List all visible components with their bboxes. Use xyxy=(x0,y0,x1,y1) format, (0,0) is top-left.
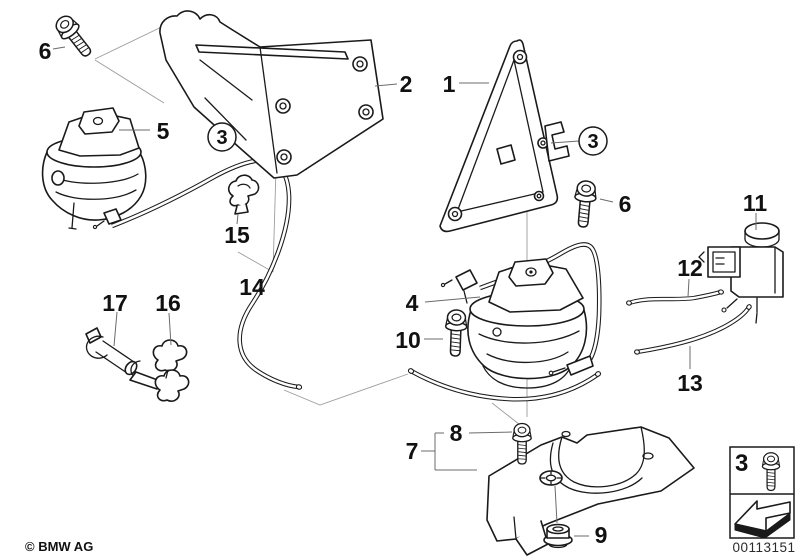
callout-16[interactable]: 16 xyxy=(155,290,181,316)
bolt-front-right-drawing[interactable] xyxy=(571,179,599,229)
engine-support-bracket-drawing[interactable] xyxy=(159,10,384,179)
leader-lines xyxy=(52,46,757,537)
transmission-bracket-drawing[interactable] xyxy=(439,39,570,233)
line-holder-drawing[interactable] xyxy=(85,327,164,390)
cap-nut-drawing[interactable] xyxy=(543,523,573,549)
pipe-clip-drawing[interactable] xyxy=(227,174,260,215)
legend-box[interactable]: 3 xyxy=(729,446,795,539)
circled-callout-3-left[interactable]: 3 xyxy=(207,122,237,152)
callout-9[interactable]: 9 xyxy=(595,522,608,548)
changeover-valve-drawing[interactable] xyxy=(698,222,784,324)
callout-7[interactable]: 7 xyxy=(406,438,419,464)
vent-pipe-lower-drawing[interactable] xyxy=(295,355,602,399)
direction-arrow-icon xyxy=(734,500,791,539)
callout-12[interactable]: 12 xyxy=(677,255,703,281)
image-number: 00113151 xyxy=(732,540,795,555)
callout-2[interactable]: 2 xyxy=(400,71,413,97)
callout-14[interactable]: 14 xyxy=(239,274,265,300)
double-clip-drawing[interactable] xyxy=(152,339,190,402)
circled-3-right-label[interactable]: 3 xyxy=(587,131,598,153)
engine-mount-left-drawing[interactable] xyxy=(41,107,147,230)
callout-10[interactable]: 10 xyxy=(395,327,421,353)
callout-15[interactable]: 15 xyxy=(224,222,250,248)
copyright-text: © BMW AG xyxy=(25,539,93,554)
callout-8[interactable]: 8 xyxy=(450,420,463,446)
legend-item-ref[interactable]: 3 xyxy=(735,450,748,477)
callout-1[interactable]: 1 xyxy=(443,71,456,97)
callout-6-right[interactable]: 6 xyxy=(619,191,632,217)
engine-mount-right-drawing[interactable] xyxy=(440,258,588,389)
mount-bolt-drawing[interactable] xyxy=(443,308,468,358)
callout-13[interactable]: 13 xyxy=(677,370,703,396)
callout-4[interactable]: 4 xyxy=(406,290,419,316)
support-bracket-drawing[interactable] xyxy=(486,426,695,556)
callout-11[interactable]: 11 xyxy=(743,190,768,216)
vacuum-hose-lower-drawing[interactable] xyxy=(634,304,752,355)
callout-6-left[interactable]: 6 xyxy=(39,38,52,64)
callout-5[interactable]: 5 xyxy=(157,118,170,144)
callout-17[interactable]: 17 xyxy=(102,290,128,316)
bolt-front-left-drawing[interactable] xyxy=(51,11,98,62)
circled-3-left-label[interactable]: 3 xyxy=(216,127,227,149)
circled-callout-3-right[interactable]: 3 xyxy=(578,126,608,156)
vacuum-hose-upper-drawing[interactable] xyxy=(626,289,724,306)
